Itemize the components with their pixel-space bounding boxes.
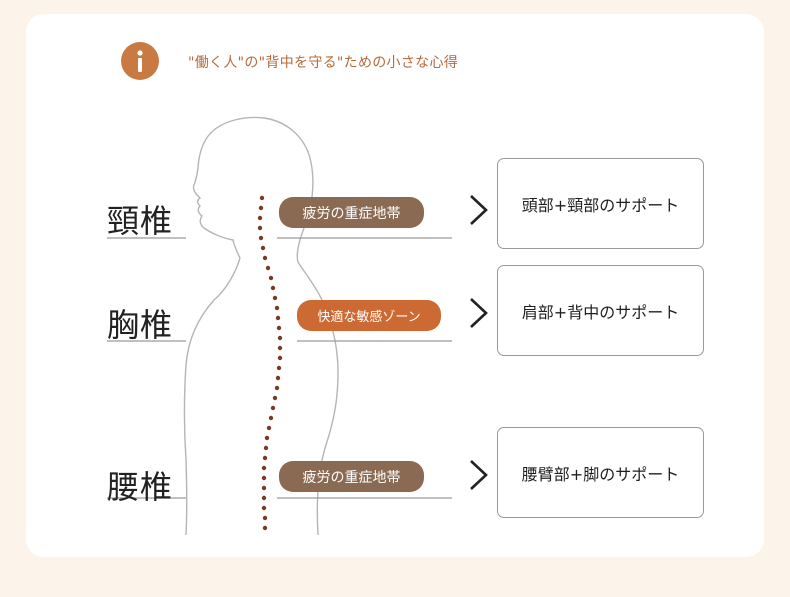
headline: "働く人"の"背中を守る"ための小さな心得 xyxy=(188,55,459,71)
region-label-cervical: 頸椎 xyxy=(107,202,174,240)
region-label-lumbar: 腰椎 xyxy=(107,468,174,506)
support-box-cervical: 頭部+頸部のサポート xyxy=(497,158,704,249)
info-icon xyxy=(121,42,159,80)
tag-lumbar: 疲労の重症地帯 xyxy=(279,461,424,492)
chevron-right-icon xyxy=(470,195,488,225)
support-box-lumbar: 腰臂部+脚のサポート xyxy=(497,427,704,518)
info-glyph xyxy=(137,50,143,72)
tag-cervical: 疲労の重症地帯 xyxy=(279,197,424,228)
chevron-right-icon xyxy=(470,298,488,328)
spine-dots xyxy=(257,195,283,531)
support-box-thoracic: 肩部+背中のサポート xyxy=(497,265,704,356)
chevron-right-icon xyxy=(470,460,488,490)
region-label-thoracic: 胸椎 xyxy=(107,306,174,344)
label-lines xyxy=(107,237,452,499)
tag-thoracic: 快適な敏感ゾーン xyxy=(297,300,441,331)
